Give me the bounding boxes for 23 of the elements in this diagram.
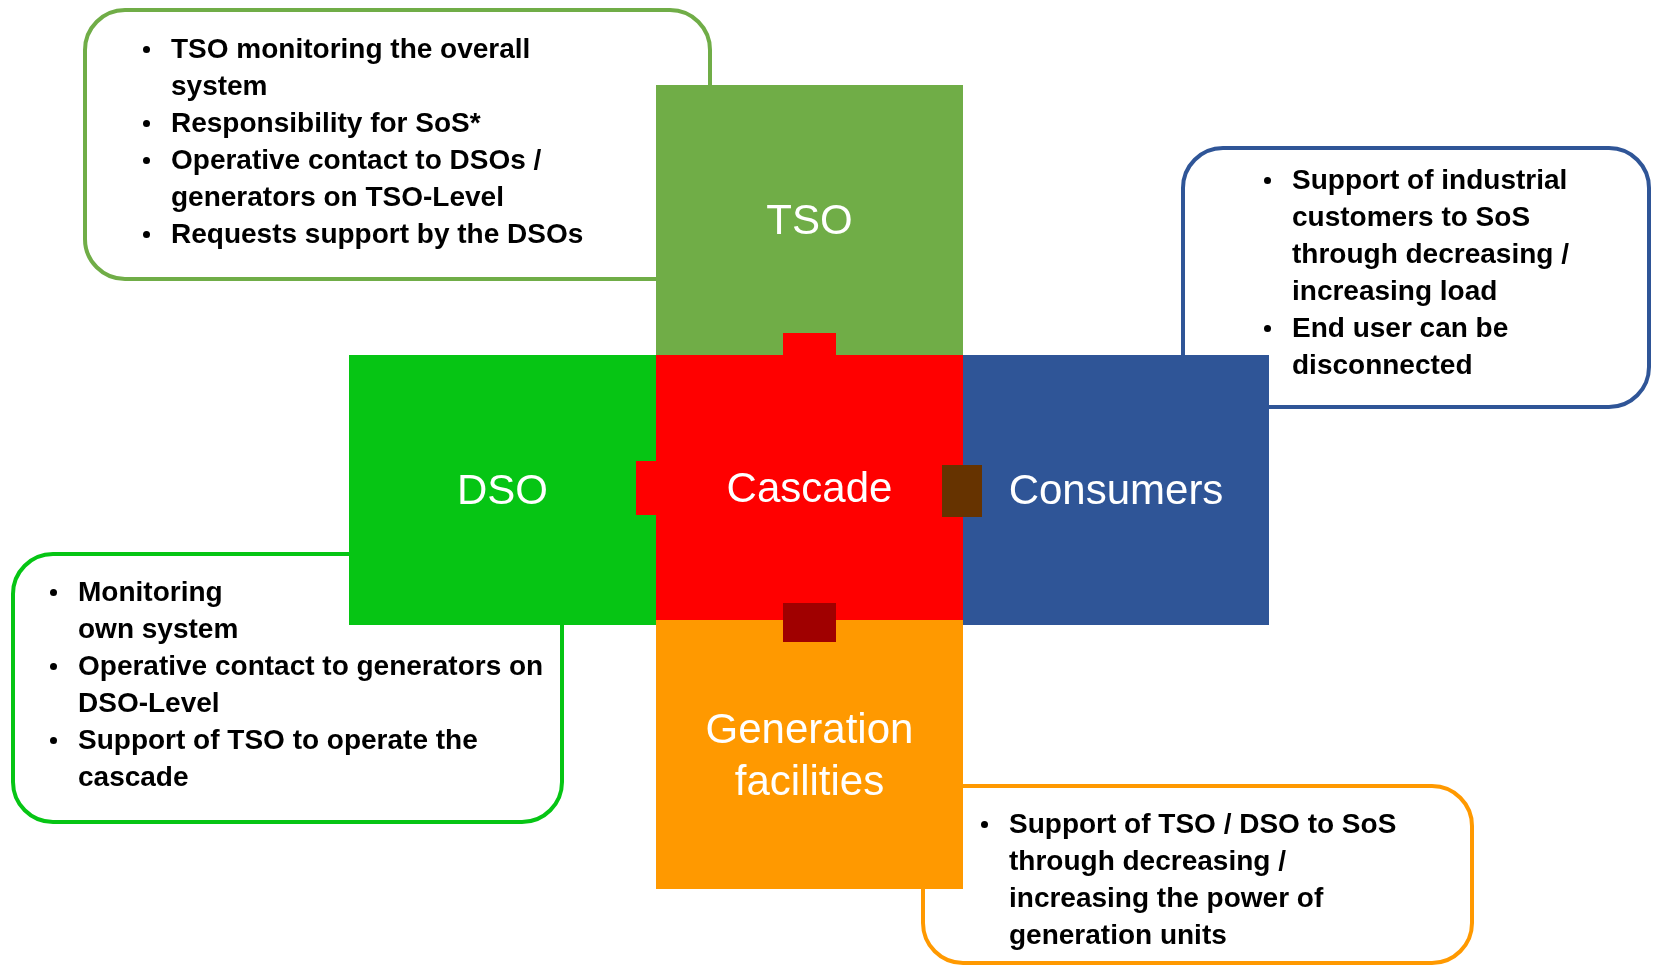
bullet-text: Support of TSO / DSO to SoS through decreasing / increasing the power of generation units xyxy=(1009,807,1398,952)
bullet-text: TSO monitoring the overall system xyxy=(171,32,532,103)
puzzle-piece xyxy=(349,355,656,625)
callout-box xyxy=(1181,146,1651,409)
callout-box xyxy=(83,8,712,281)
puzzle-piece xyxy=(656,85,963,355)
puzzle-piece xyxy=(656,355,963,620)
callout-box xyxy=(921,784,1474,965)
piece-label: Consumers xyxy=(1008,465,1224,515)
piece-label: Generation facilities xyxy=(704,703,915,806)
bullet-text: Responsibility for SoS* xyxy=(171,106,482,140)
bullet-text: Operative contact to generators on DSO-Level xyxy=(78,649,545,720)
bullet-text: End user can be disconnected xyxy=(1292,311,1510,382)
piece-label: Cascade xyxy=(726,462,893,513)
piece-label: TSO xyxy=(766,195,853,245)
bullet-text: Monitoring own system xyxy=(78,575,240,646)
puzzle-piece xyxy=(963,355,1269,625)
piece-label: DSO xyxy=(457,465,548,515)
bullet-text: Support of TSO to operate the cascade xyxy=(78,723,479,794)
bullet-text: Requests support by the DSOs xyxy=(171,217,585,251)
puzzle-piece xyxy=(656,620,963,889)
bullet-text: Operative contact to DSOs / generators on TSO-Level xyxy=(171,143,543,214)
bullet-text: Support of industrial customers to SoS through decreasing / increasing load xyxy=(1292,163,1570,308)
